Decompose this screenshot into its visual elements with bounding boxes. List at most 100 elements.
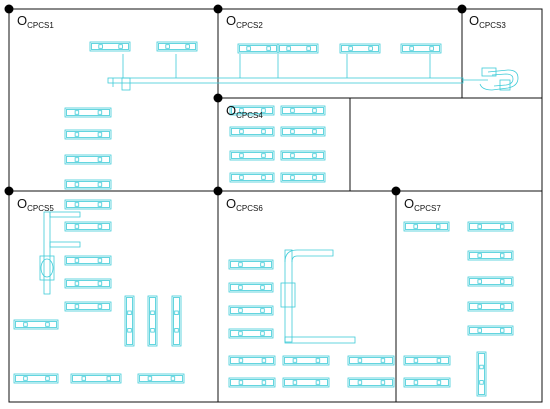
conveyor-unit: [171, 295, 182, 347]
conveyor-marker: [290, 129, 295, 134]
conveyor-unit-inner: [469, 327, 512, 334]
conveyor-unit: [228, 282, 274, 293]
conveyor-marker: [306, 46, 311, 51]
conveyor-unit: [476, 351, 487, 397]
conveyor-marker: [23, 376, 28, 381]
conveyor-marker: [74, 224, 80, 229]
conveyor-marker: [286, 46, 291, 51]
conveyor-marker: [477, 224, 482, 229]
conveyor-unit: [13, 319, 59, 330]
conveyor-marker: [174, 310, 179, 315]
conveyor-unit: [277, 43, 319, 54]
conveyor-marker: [239, 108, 244, 113]
conveyor-unit: [89, 41, 131, 52]
conveyor-unit: [403, 221, 450, 232]
conveyor-marker: [477, 253, 482, 258]
conveyor-unit: [400, 43, 442, 54]
pipe-fitting: [121, 77, 131, 91]
conveyor-marker: [238, 380, 244, 385]
conveyor-unit: [228, 355, 276, 366]
conveyor-marker: [23, 322, 28, 327]
conveyor-unit: [229, 126, 275, 137]
curved-conveyor: [479, 69, 519, 91]
origin-node-cpcs4: [213, 93, 223, 103]
conveyor-marker: [292, 358, 298, 363]
conveyor-marker: [74, 182, 80, 187]
conveyor-marker: [477, 304, 482, 309]
conveyor-unit: [229, 172, 275, 183]
conveyor-unit-inner: [230, 284, 272, 291]
conveyor-marker: [479, 380, 484, 385]
conveyor-marker: [292, 380, 298, 385]
conveyor-unit: [467, 301, 514, 312]
conveyor-marker: [74, 157, 80, 162]
conveyor-marker: [380, 358, 386, 363]
conveyor-marker: [261, 175, 266, 180]
conveyor-unit-inner: [284, 379, 328, 386]
conveyor-marker: [246, 46, 251, 51]
conveyor-unit: [403, 355, 451, 366]
conveyor-unit: [229, 150, 275, 161]
conveyor-marker: [290, 108, 295, 113]
conveyor-unit: [228, 377, 276, 388]
conveyor-unit-inner: [469, 303, 512, 310]
conveyor-unit-inner: [66, 223, 110, 230]
conveyor-unit: [156, 41, 198, 52]
conveyor-unit-inner: [15, 375, 57, 382]
zone-label-cpcs5: OCPCS5: [17, 196, 54, 213]
conveyor-unit: [467, 325, 514, 336]
conveyor-unit-inner: [405, 379, 449, 386]
conveyor-marker: [260, 331, 265, 336]
conveyor-marker: [98, 44, 103, 49]
conveyor-unit-inner: [231, 152, 273, 159]
conveyor-marker: [97, 304, 103, 309]
conveyor-unit: [282, 355, 330, 366]
conveyor-marker: [479, 364, 484, 370]
origin-node-cpcs7: [391, 186, 401, 196]
zone-label-cpcs3: OCPCS3: [469, 13, 506, 30]
conveyor-marker: [357, 380, 363, 385]
conveyor-marker: [150, 328, 155, 333]
conveyor-unit: [228, 328, 274, 339]
conveyor-marker: [413, 358, 419, 363]
conveyor-marker: [97, 202, 103, 207]
main-pipe: [107, 77, 464, 84]
origin-node-cpcs3: [457, 4, 467, 14]
conveyor-unit-inner: [66, 156, 110, 163]
conveyor-unit-inner: [349, 379, 393, 386]
conveyor-marker: [312, 108, 317, 113]
conveyor-marker: [260, 285, 265, 290]
conveyor-marker: [315, 380, 321, 385]
elbow-pipe: [284, 249, 334, 263]
conveyor-marker: [499, 253, 505, 258]
drive-unit: [481, 67, 497, 77]
conveyor-marker: [127, 310, 132, 315]
conveyor-unit: [64, 301, 112, 312]
conveyor-marker: [429, 46, 434, 51]
conveyor-marker: [74, 110, 80, 115]
conveyor-marker: [260, 262, 265, 267]
conveyor-marker: [499, 328, 505, 333]
conveyor-marker: [357, 358, 363, 363]
zone-label-cpcs7: OCPCS7: [404, 196, 441, 213]
conveyor-marker: [261, 129, 266, 134]
conveyor-unit-inner: [282, 128, 324, 135]
conveyor-unit-inner: [66, 109, 110, 116]
conveyor-unit-inner: [230, 330, 272, 337]
conveyor-marker: [147, 376, 153, 381]
conveyor-marker: [261, 358, 267, 363]
conveyor-marker: [499, 279, 505, 284]
bottom-pipe: [284, 336, 356, 344]
conveyor-marker: [477, 279, 482, 284]
conveyor-marker: [260, 308, 265, 313]
conveyor-unit: [347, 355, 395, 366]
pump-body: [39, 255, 55, 281]
zone-label-cpcs6: OCPCS6: [226, 196, 263, 213]
curved-conveyor-inner: [491, 73, 514, 87]
zone-label-cpcs1: OCPCS1: [17, 13, 54, 30]
conveyor-unit-inner: [66, 280, 110, 287]
conveyor-unit-inner: [349, 357, 393, 364]
conveyor-marker: [106, 376, 111, 381]
conveyor-unit: [280, 126, 326, 137]
conveyor-marker: [261, 108, 266, 113]
